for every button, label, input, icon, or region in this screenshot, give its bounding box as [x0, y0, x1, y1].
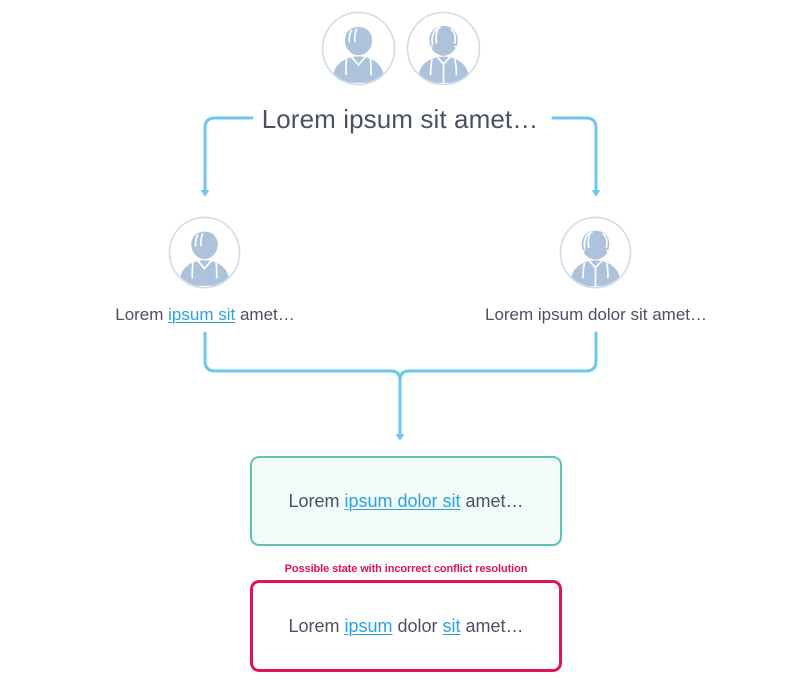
result-incorrect-seg-1: ipsum [344, 615, 393, 636]
branch-left-seg-1: ipsum sit [168, 305, 236, 324]
conflict-warning-label: Possible state with incorrect conflict r… [284, 563, 528, 575]
root-avatar-female [406, 11, 481, 86]
branch-right-seg-0: Lorem ipsum dolor sit amet… [484, 305, 708, 324]
result-incorrect-seg-0: Lorem [288, 615, 345, 636]
connector-left-to-merge [203, 331, 405, 441]
result-correct-text: Lorem ipsum dolor sit amet… [288, 491, 523, 512]
result-correct-seg-0: Lorem [288, 490, 345, 511]
connector-right-to-merge [398, 331, 598, 382]
branch-left-seg-2: amet… [235, 305, 295, 324]
result-correct-seg-2: amet… [460, 490, 524, 511]
branch-left-label: Lorem ipsum sit amet… [55, 305, 355, 325]
branch-right-label: Lorem ipsum dolor sit amet… [446, 305, 746, 325]
branch-left-avatar [168, 216, 241, 289]
branch-right-avatar [559, 216, 632, 289]
result-box-correct: Lorem ipsum dolor sit amet… [250, 456, 562, 546]
root-avatar-male [321, 11, 396, 86]
result-box-incorrect: Lorem ipsum dolor sit amet… [250, 580, 562, 672]
branch-left-seg-0: Lorem [115, 305, 169, 324]
result-incorrect-seg-4: amet… [460, 615, 524, 636]
result-incorrect-text: Lorem ipsum dolor sit amet… [288, 616, 523, 637]
result-incorrect-seg-3: sit [442, 615, 461, 636]
result-incorrect-seg-2: dolor [392, 615, 443, 636]
root-node-title-text: Lorem ipsum sit amet… [261, 104, 539, 134]
root-node-title: Lorem ipsum sit amet… [150, 104, 650, 135]
result-correct-seg-1: ipsum dolor sit [344, 490, 461, 511]
